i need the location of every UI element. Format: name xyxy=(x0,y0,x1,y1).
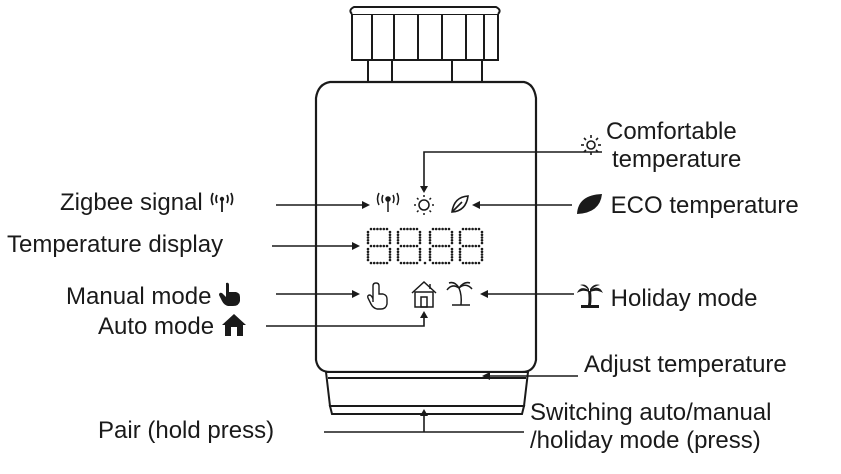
leaf-icon xyxy=(577,194,602,214)
thermostat-cap xyxy=(349,6,501,83)
sun-icon xyxy=(581,135,601,155)
manual-text: Manual mode xyxy=(66,283,212,310)
eco-text: ECO temperature xyxy=(610,192,799,219)
switching-label-line1: Switching auto/manual xyxy=(530,399,772,426)
pair-label: Pair (hold press) xyxy=(98,417,275,444)
temperature-segment-display xyxy=(366,227,484,265)
house-icon xyxy=(221,314,246,336)
eco-label: ECO temperature xyxy=(574,192,799,220)
display-zigbee-icon xyxy=(376,192,400,212)
leader-lines xyxy=(266,151,602,433)
palm-tree-icon xyxy=(577,284,603,308)
comfortable-label-line1: Comfortable xyxy=(581,118,737,155)
adjust-ring xyxy=(324,371,530,415)
comfortable-label-line2: temperature xyxy=(612,146,742,173)
display-leaf-icon xyxy=(451,195,469,213)
display-sun-icon xyxy=(414,195,434,215)
holiday-text: Holiday mode xyxy=(610,285,758,312)
zigbee-label: Zigbee signal xyxy=(60,189,235,217)
auto-mode-label: Auto mode xyxy=(98,313,247,341)
hand-pointer-icon xyxy=(219,282,241,306)
display-house-icon xyxy=(411,280,437,308)
temperature-display-label: Temperature display xyxy=(7,231,224,258)
holiday-mode-label: Holiday mode xyxy=(576,283,757,313)
zigbee-text: Zigbee signal xyxy=(60,189,203,216)
antenna-signal-icon xyxy=(211,192,234,212)
manual-mode-label: Manual mode xyxy=(66,281,242,311)
auto-text: Auto mode xyxy=(98,313,215,340)
comfortable-text-1: Comfortable xyxy=(606,118,737,145)
switching-label-line2: /holiday mode (press) xyxy=(530,427,761,454)
display-palm-icon xyxy=(446,281,473,306)
display-hand-icon xyxy=(367,282,388,310)
adjust-temperature-label: Adjust temperature xyxy=(584,351,787,378)
thermostat-body xyxy=(314,80,538,374)
